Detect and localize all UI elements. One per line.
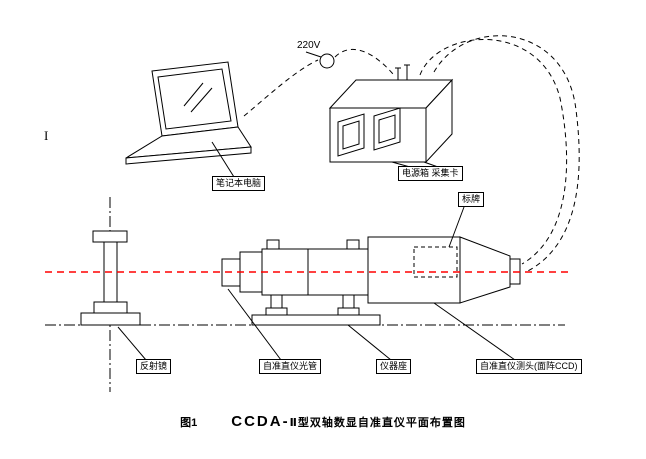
mains-plug (305, 51, 335, 69)
left-margin-mark: I (44, 128, 49, 143)
figure-number: 图1 (180, 417, 198, 429)
ccd-head-taper (459, 236, 511, 304)
callout-instrument-base: 仪器座 (376, 359, 412, 374)
cable-box-to-head-1 (419, 39, 568, 265)
cable-laptop-to-plug (243, 59, 319, 117)
collimator-tube (221, 239, 369, 316)
callout-power-box: 电源箱 采集卡 (398, 166, 463, 181)
power-box-side (425, 78, 453, 164)
power-box (328, 64, 454, 164)
cables (243, 35, 580, 273)
callout-reflector: 反射镜 (136, 359, 172, 374)
tube-knob-left (266, 239, 280, 250)
cable-plug-to-box (334, 48, 394, 75)
ccd-head (367, 236, 521, 304)
figure-caption: 图1 CCDA-Ⅱ型双轴数显自准直仪平面布置图 (0, 413, 646, 431)
instrument-base (251, 314, 381, 326)
tube-knob-right (346, 239, 360, 250)
voltage-label: 220V (297, 40, 321, 51)
tube-post-right (342, 294, 355, 309)
leader-lines (117, 141, 516, 361)
tube-post-left (270, 294, 283, 309)
laptop (125, 61, 252, 165)
callout-nameplate: 标牌 (458, 192, 485, 207)
callout-collimator-tube: 自准直仪光管 (259, 359, 322, 374)
reflector-mirror (80, 230, 141, 326)
nameplate-outline (413, 246, 458, 278)
figure-model-code: CCDA- (231, 413, 290, 430)
callout-ccd-head: 自准直仪测头(面阵CCD) (476, 359, 582, 374)
figure-title: Ⅱ型双轴数显自准直仪平面布置图 (289, 417, 466, 429)
callout-laptop: 笔记本电脑 (212, 176, 266, 191)
